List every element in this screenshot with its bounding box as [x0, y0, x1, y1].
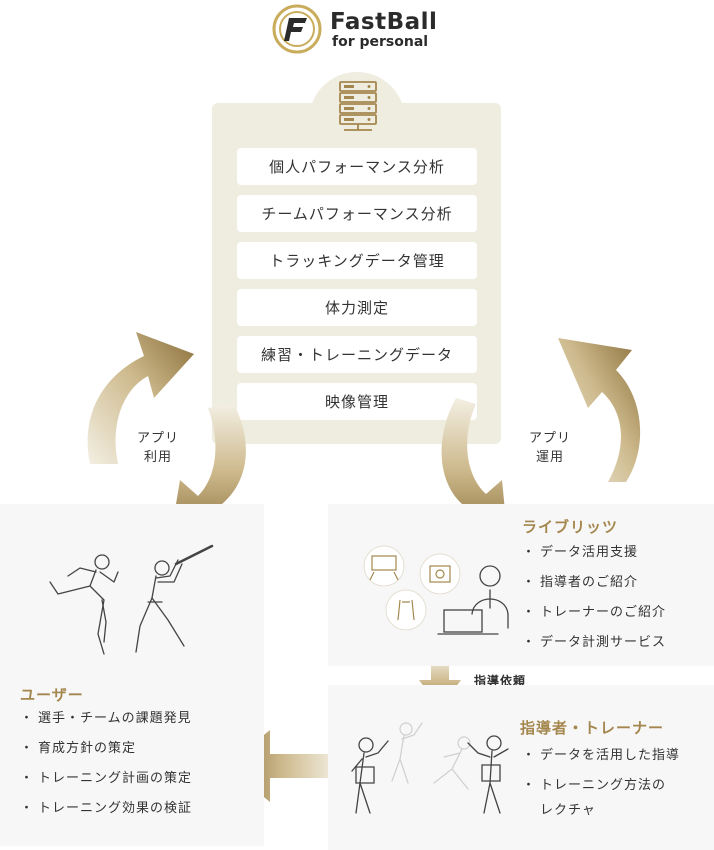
feature-item: 練習・トレーニングデータ [237, 336, 477, 373]
trainer-list: データを活用した指導 トレーニング方法の レクチャ [522, 741, 680, 821]
list-item: トレーニング効果の検証 [20, 794, 192, 824]
arrow-down-icon [419, 656, 461, 708]
analyst-with-laptop-icon [363, 545, 509, 635]
trainer-box: 指導者・トレーナー データを活用した指導 トレーニング方法の レクチャ [328, 685, 714, 850]
libritz-list: データ活用支援 指導者のご紹介 トレーナーのご紹介 データ計測サービス [522, 538, 666, 658]
user-heading: ユーザー [20, 686, 84, 704]
coaching-request-label: 指導依頼 [473, 674, 526, 688]
feature-item: 映像管理 [237, 383, 477, 420]
server-rack-icon [339, 81, 377, 131]
feature-item: 体力測定 [237, 289, 477, 326]
feature-item: トラッキングデータ管理 [237, 242, 477, 279]
feature-item: 個人パフォーマンス分析 [237, 148, 477, 185]
curved-arrow-up-left-icon [87, 332, 194, 464]
curved-arrow-up-right-icon [558, 338, 641, 482]
list-item: 育成方針の策定 [20, 734, 192, 764]
trainer-heading: 指導者・トレーナー [520, 719, 665, 737]
feature-item: チームパフォーマンス分析 [237, 195, 477, 232]
list-item: トレーナーのご紹介 [522, 598, 666, 628]
coaching-players-icon [351, 722, 509, 814]
list-item: データ計測サービス [522, 628, 666, 658]
libritz-box: ライブリッツ データ活用支援 指導者のご紹介 トレーナーのご紹介 データ計測サー… [328, 504, 714, 666]
pitcher-and-batter-icon [49, 544, 214, 655]
list-item: 指導者のご紹介 [522, 568, 666, 598]
user-box: ユーザー 選手・チームの課題発見 育成方針の策定 トレーニング計画の策定 トレー… [0, 504, 264, 846]
app-use-label: アプリ 利用 [136, 431, 179, 465]
user-list: 選手・チームの課題発見 育成方針の策定 トレーニング計画の策定 トレーニング効果… [20, 704, 192, 824]
list-item: トレーニング計画の策定 [20, 764, 192, 794]
app-operation-label: アプリ 運用 [528, 431, 571, 465]
list-item-continuation: レクチャ [540, 803, 596, 818]
list-item: データを活用した指導 [522, 741, 680, 771]
brand-subtitle: for personal [332, 34, 429, 50]
list-item: データ活用支援 [522, 538, 666, 568]
brand-logo: FastBall for personal [272, 4, 452, 54]
brand-title: FastBall [330, 9, 438, 35]
list-item: トレーニング方法の [522, 771, 680, 801]
libritz-heading: ライブリッツ [522, 518, 619, 536]
list-item: 選手・チームの課題発見 [20, 704, 192, 734]
fastball-logo-icon [272, 4, 322, 54]
